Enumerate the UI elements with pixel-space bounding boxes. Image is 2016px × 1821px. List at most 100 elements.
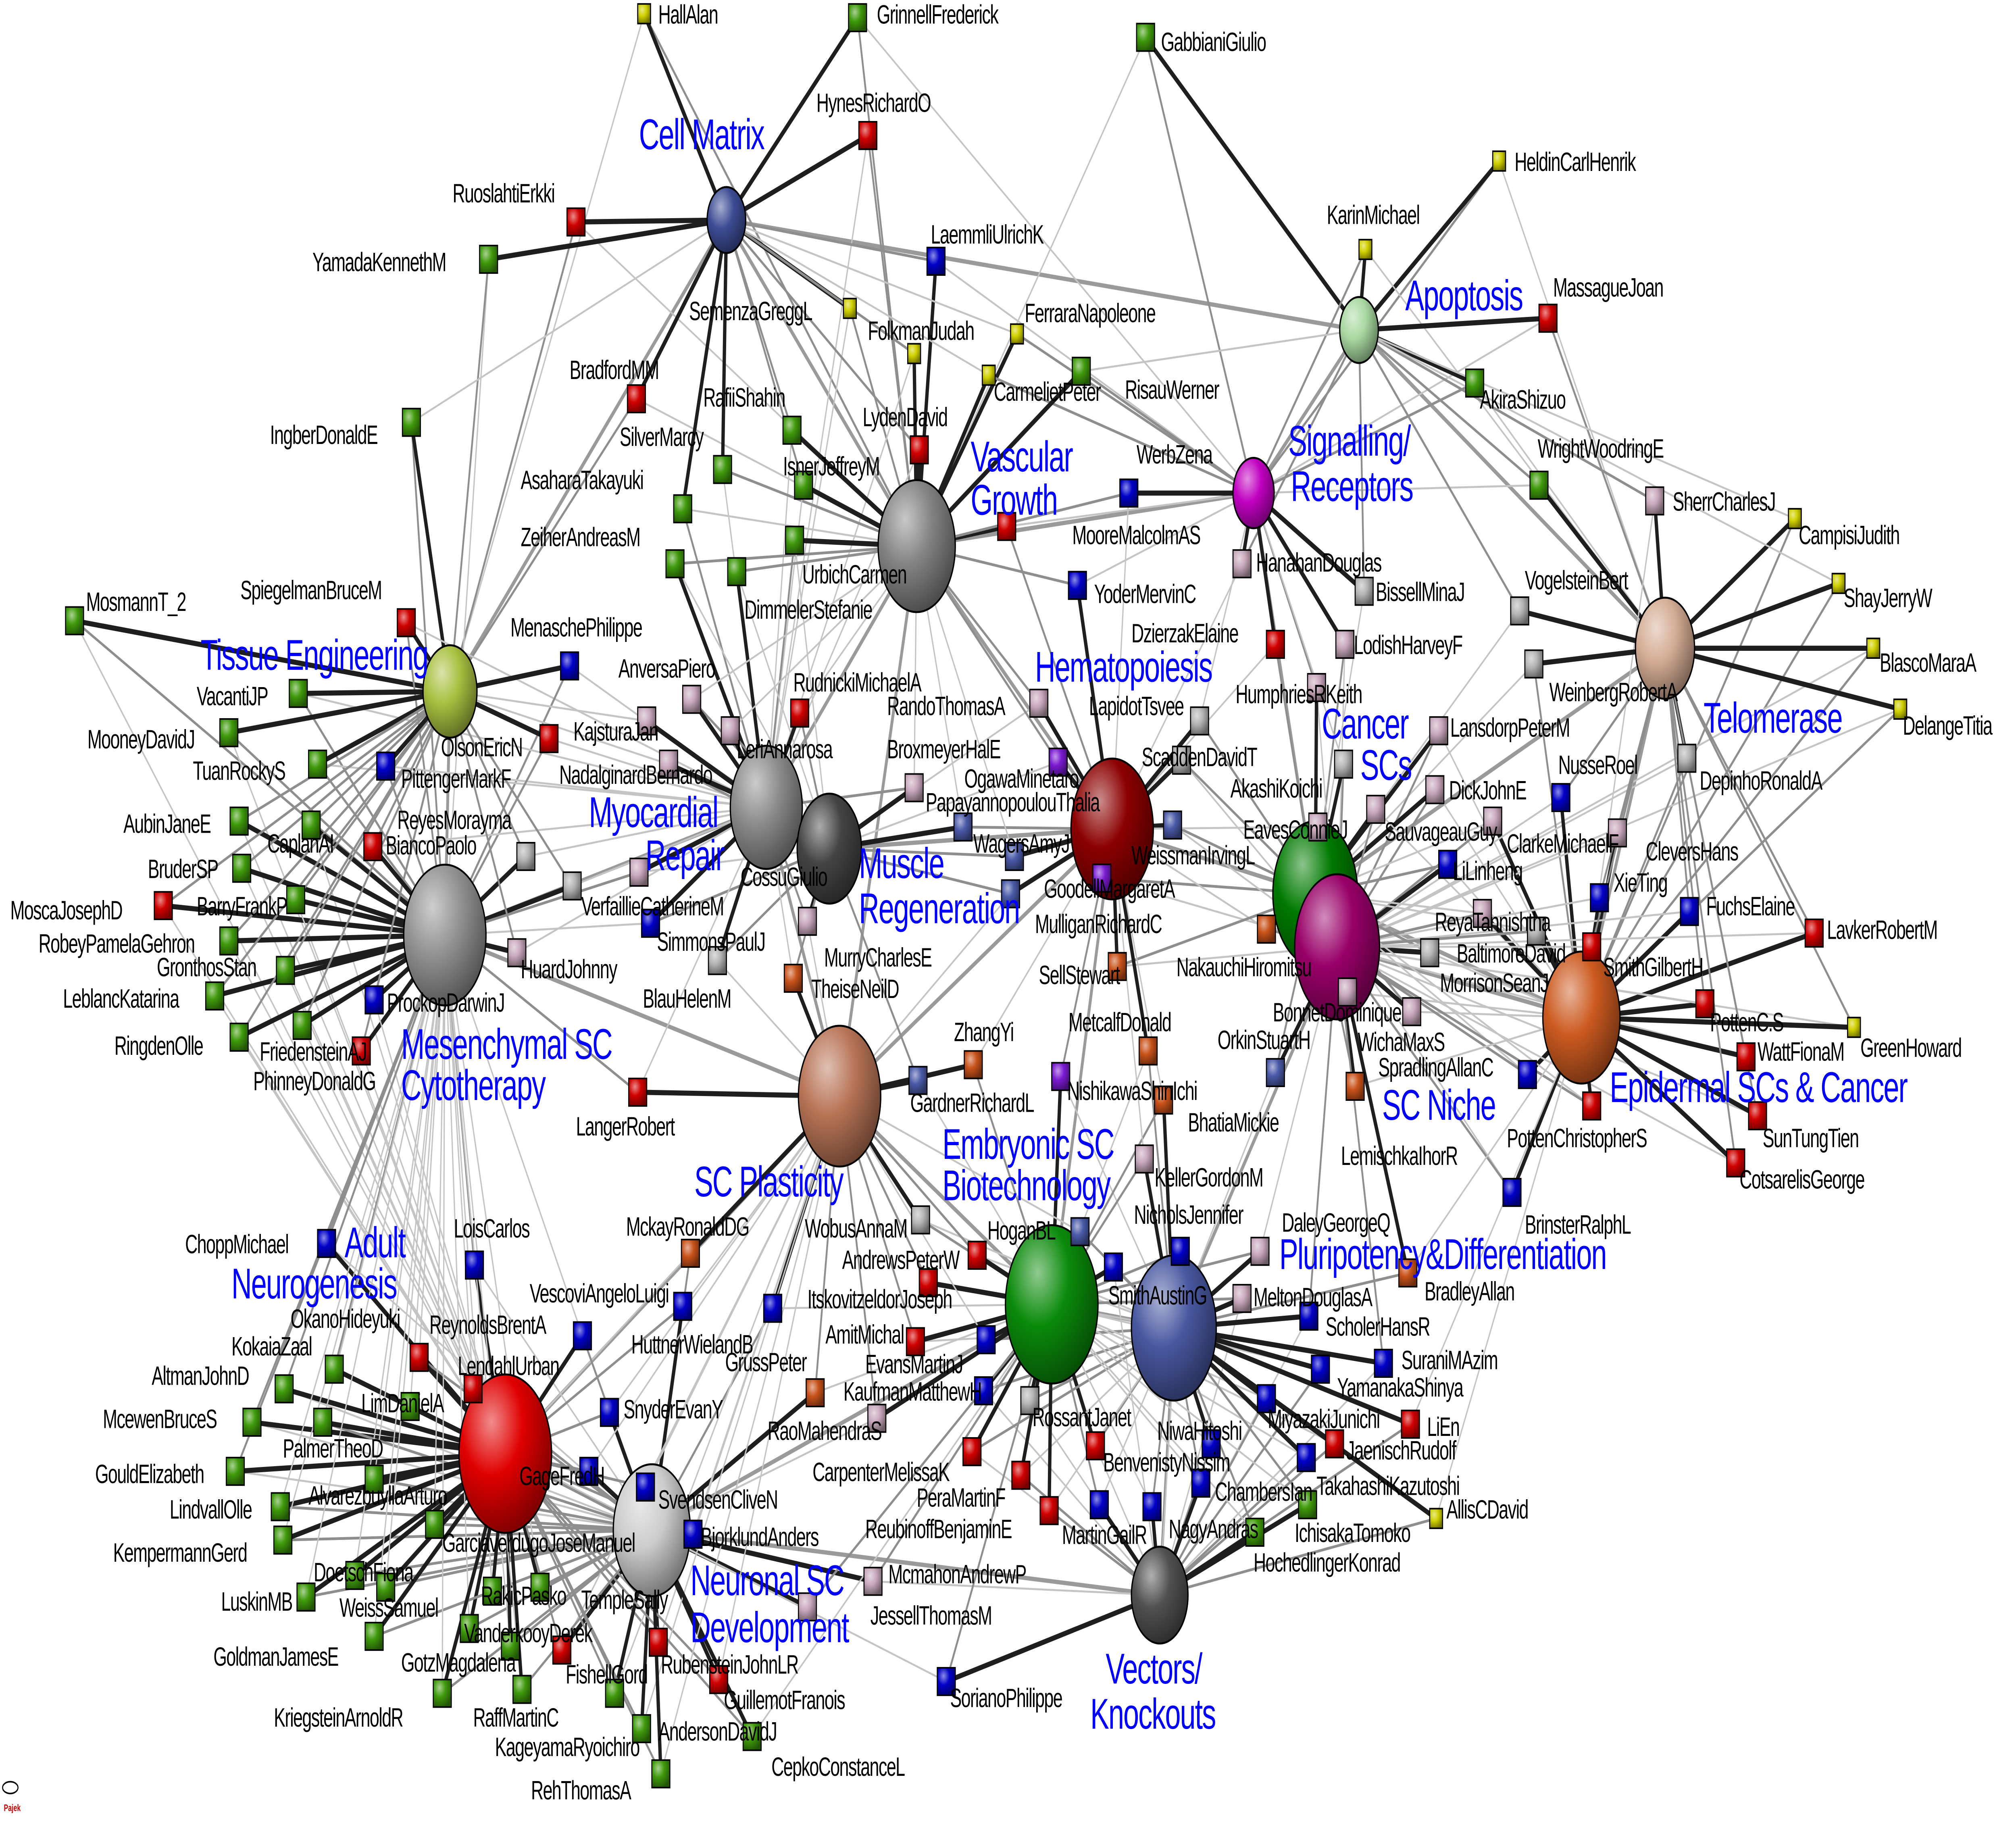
author-node[interactable] [600,1398,619,1427]
author-node[interactable] [967,1240,987,1270]
author-node[interactable] [713,455,732,484]
author-node[interactable] [1510,596,1529,626]
author-node[interactable] [400,1392,420,1421]
author-node[interactable] [364,985,384,1015]
author-node[interactable] [1311,1354,1330,1384]
author-node[interactable] [507,938,527,967]
author-node[interactable] [229,806,249,836]
author-node[interactable] [637,3,651,25]
author-node[interactable] [962,1437,982,1467]
author-node[interactable] [364,1465,384,1494]
author-node[interactable] [1325,1429,1344,1458]
author-node[interactable] [918,1268,938,1298]
author-node[interactable] [863,1567,883,1596]
author-node[interactable] [977,1325,996,1354]
topic-hub-node[interactable] [1294,873,1381,1021]
author-node[interactable] [229,1023,249,1052]
author-node[interactable] [681,1239,700,1268]
author-node[interactable] [1307,673,1326,702]
author-node[interactable] [1154,1086,1173,1115]
author-node[interactable] [783,964,803,993]
author-node[interactable] [433,1679,452,1708]
author-node[interactable] [1420,938,1439,967]
author-node[interactable] [1190,706,1209,735]
author-node[interactable] [1893,698,1908,720]
author-node[interactable] [1736,1042,1756,1071]
author-node[interactable] [1366,795,1385,824]
topic-hub-node[interactable] [1635,596,1695,700]
topic-hub-node[interactable] [877,479,956,613]
topic-hub-node[interactable] [422,644,478,739]
author-node[interactable] [1726,1148,1745,1178]
author-node[interactable] [937,1667,956,1696]
author-node[interactable] [465,1250,484,1280]
author-node[interactable] [1299,1301,1318,1331]
author-node[interactable] [1831,573,1846,594]
author-node[interactable] [843,298,857,319]
author-node[interactable] [1202,1429,1221,1458]
author-node[interactable] [649,1627,668,1657]
author-node[interactable] [1401,1409,1420,1439]
author-node[interactable] [673,494,692,523]
author-node[interactable] [317,1229,336,1258]
author-node[interactable] [516,842,535,871]
author-node[interactable] [530,1573,550,1602]
author-node[interactable] [539,724,559,753]
author-node[interactable] [1104,1252,1123,1282]
author-node[interactable] [1119,478,1139,508]
author-node[interactable] [552,1636,572,1665]
topic-hub-node[interactable] [403,863,487,1006]
author-node[interactable] [409,1343,429,1372]
author-node[interactable] [1163,810,1182,840]
author-node[interactable] [782,415,802,445]
author-node[interactable] [1335,629,1355,659]
author-node[interactable] [906,1327,925,1356]
author-node[interactable] [512,1675,532,1704]
author-node[interactable] [1527,917,1546,946]
topic-hub-node[interactable] [1131,1254,1217,1402]
author-node[interactable] [1308,812,1328,842]
author-node[interactable] [911,1205,930,1235]
author-node[interactable] [683,1519,703,1549]
author-node[interactable] [1847,1017,1861,1038]
author-node[interactable] [376,1573,396,1602]
author-node[interactable] [682,685,702,714]
author-node[interactable] [651,1759,671,1789]
author-node[interactable] [627,384,646,413]
author-node[interactable] [1398,1258,1418,1288]
author-node[interactable] [1354,577,1374,606]
author-node[interactable] [296,1582,316,1612]
author-node[interactable] [867,1404,887,1433]
author-node[interactable] [858,121,878,150]
author-node[interactable] [364,1622,384,1651]
author-node[interactable] [1257,1384,1276,1413]
author-node[interactable] [232,854,252,883]
author-node[interactable] [1068,571,1087,600]
author-node[interactable] [292,1011,312,1040]
author-node[interactable] [1677,744,1697,773]
author-node[interactable] [974,1376,993,1406]
author-node[interactable] [1011,1461,1031,1490]
author-node[interactable] [1492,150,1506,172]
author-node[interactable] [637,706,656,735]
author-node[interactable] [1266,629,1285,659]
author-node[interactable] [1374,1348,1393,1378]
author-node[interactable] [1250,1237,1270,1266]
author-node[interactable] [313,1408,332,1437]
author-node[interactable] [1266,1058,1285,1087]
author-node[interactable] [1582,932,1602,962]
author-node[interactable] [794,471,813,500]
author-node[interactable] [1866,638,1881,659]
author-node[interactable] [402,408,421,437]
author-node[interactable] [1138,1036,1158,1066]
author-node[interactable] [271,1492,290,1521]
author-node[interactable] [1695,989,1714,1019]
author-node[interactable] [659,750,678,779]
author-node[interactable] [1529,471,1549,500]
author-node[interactable] [1518,1060,1537,1089]
author-node[interactable] [904,773,924,802]
topic-hub-node[interactable] [1005,1224,1099,1385]
author-node[interactable] [1010,323,1024,345]
author-node[interactable] [1136,23,1155,52]
author-node[interactable] [1232,549,1252,579]
